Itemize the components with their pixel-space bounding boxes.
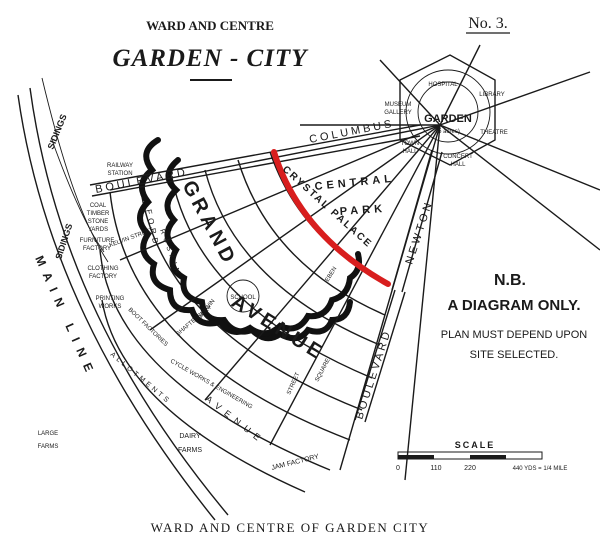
crystal-palace-highlight <box>271 149 391 287</box>
main-line-track-1 <box>17 94 216 521</box>
ring-road-8 <box>101 299 306 493</box>
sidings-track-2 <box>51 139 105 253</box>
label-gallery: GALLERY <box>384 110 412 116</box>
label-concert-hall-2: HALL <box>450 162 466 168</box>
label-library: LIBRARY <box>479 92 505 98</box>
label-town-hall-1: TOWN <box>401 141 419 147</box>
label-timber: TIMBER <box>87 211 110 217</box>
newton-boulevard-2 <box>401 151 443 293</box>
main-line-track-2 <box>29 87 229 516</box>
label-park: PARK <box>339 203 386 218</box>
map-caption: WARD AND CENTRE OF GARDEN CITY <box>151 520 430 535</box>
ring-road-2 <box>237 159 386 316</box>
central-garden-ring <box>405 69 491 155</box>
label-museum: MUSEUM <box>385 102 412 108</box>
label-hospital: HOSPITAL <box>428 82 458 88</box>
note-heading: N.B. <box>494 272 526 289</box>
grand-avenue-wall-outer <box>137 137 362 337</box>
central-garden-inner <box>417 81 479 143</box>
scale-bar-fill-1 <box>398 455 434 459</box>
plate-number: No. 3. <box>468 15 508 32</box>
note-line-2: PLAN MUST DEPEND UPON <box>441 329 588 341</box>
right-boulevard <box>354 289 396 421</box>
label-printing: PRINTING <box>96 296 125 302</box>
radial-street-12 <box>379 59 441 126</box>
label-garden-sub: (5 acres) <box>436 129 460 135</box>
radial-street-8 <box>439 124 600 251</box>
label-railway-1: RAILWAY <box>107 163 133 169</box>
radial-street-2 <box>119 124 441 261</box>
newton-boulevard <box>391 149 433 291</box>
radial-street-4 <box>204 124 441 401</box>
ring-road-4 <box>171 177 373 379</box>
label-large-farms-1: LARGE <box>38 431 58 437</box>
label-large-farms-2: FARMS <box>38 444 59 450</box>
label-school: SCHOOL <box>230 295 256 301</box>
scale-bar-fill-2 <box>470 455 506 459</box>
label-furniture-factory: FACTORY <box>83 246 111 252</box>
central-garden-hexagon <box>399 54 496 166</box>
ring-road-7 <box>99 249 331 471</box>
title-small: WARD AND CENTRE <box>146 18 274 33</box>
label-dairy-farms-2: FARMS <box>178 447 202 454</box>
label-garden: GARDEN <box>424 113 472 125</box>
label-town-hall-2: HALL <box>402 149 418 155</box>
label-clothing-factory: FACTORY <box>89 274 117 280</box>
label-theatre: THEATRE <box>480 130 508 136</box>
radial-street-3 <box>149 124 441 331</box>
label-stone: STONE <box>88 219 109 225</box>
label-furniture: FURNITURE <box>80 238 115 244</box>
note-line-3: SITE SELECTED. <box>470 349 559 361</box>
scale-tick-440: 440 YDS = 1/4 MILE <box>513 466 568 472</box>
label-railway-2: STATION <box>107 171 132 177</box>
columbus-boulevard-2 <box>91 135 421 197</box>
label-yards: YARDS <box>88 227 108 233</box>
scale-tick-110: 110 <box>430 465 441 472</box>
columbus-boulevard <box>89 124 421 186</box>
label-coal: COAL <box>90 203 107 209</box>
right-boulevard-2 <box>364 291 406 423</box>
title-large: GARDEN - CITY <box>113 45 310 72</box>
label-clothing: CLOTHING <box>87 266 118 272</box>
grand-avenue-wall-inner <box>164 157 353 342</box>
scale-tick-0: 0 <box>396 465 400 472</box>
sidings-track <box>41 77 109 263</box>
note-line-1: A DIAGRAM ONLY. <box>447 297 580 314</box>
school-circle <box>226 279 260 313</box>
ring-road-3 <box>204 169 381 346</box>
label-concert-hall-1: CONCERT <box>443 154 473 160</box>
scale-title: SCALE <box>455 440 496 450</box>
label-dairy-farms-1: DAIRY <box>179 433 201 440</box>
radial-street-5 <box>269 124 441 446</box>
scale-tick-220: 220 <box>464 465 476 472</box>
radial-street-10 <box>439 71 591 126</box>
ring-road-6 <box>109 191 351 441</box>
radial-street-7 <box>404 124 441 481</box>
radial-street-13 <box>439 44 481 126</box>
label-printing-works: WORKS <box>99 304 122 310</box>
